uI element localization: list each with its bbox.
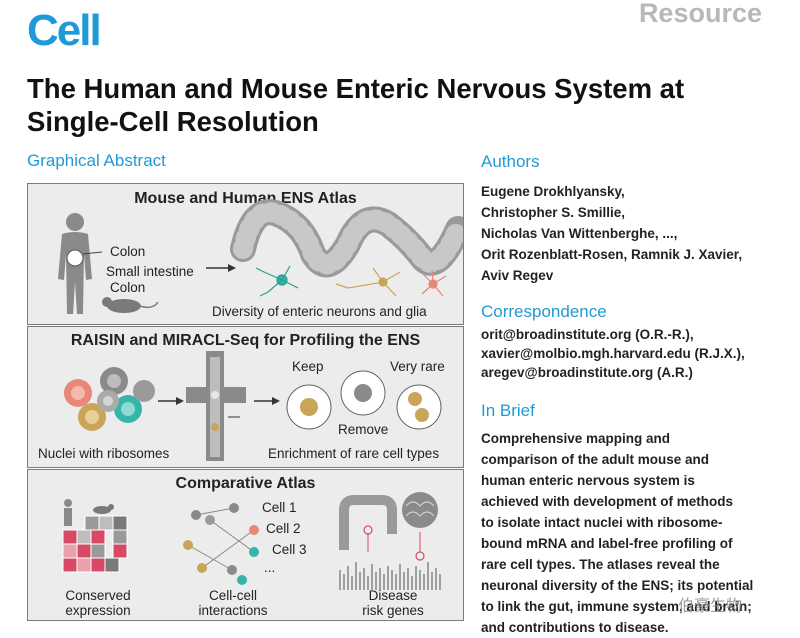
atlas-panel-title: Mouse and Human ENS Atlas [134, 190, 357, 207]
in-brief-line: Comprehensive mapping and [481, 431, 671, 446]
gut-epithelium-icon [230, 199, 463, 278]
in-brief-line: bound mRNA and label-free profiling of [481, 536, 733, 551]
in-brief-line: neuronal diversity of the ENS; its poten… [481, 578, 754, 593]
graphical-abstract: Mouse and Human ENS Atlas [27, 183, 464, 638]
mouse-colon-label: Colon [110, 280, 146, 295]
small-mouse-icon [93, 504, 114, 514]
in-brief-line: achieved with development of methods [481, 494, 734, 509]
nuclei-cluster-icon [64, 367, 155, 431]
article-title: The Human and Mouse Enteric Nervous Syst… [27, 72, 787, 138]
cell-2-label: Cell 2 [266, 521, 301, 536]
author-line: Nicholas Van Wittenberghe, ..., [481, 226, 678, 241]
human-figure-icon [58, 213, 92, 314]
in-brief-line: to isolate intact nuclei with ribosome- [481, 515, 723, 530]
correspondence-email[interactable]: orit@broadinstitute.org (O.R.-R.), [481, 327, 694, 342]
brain-icon [402, 492, 438, 528]
raisin-illustration [64, 351, 442, 461]
cell-cell-interactions-label: Cell-cell interactions [198, 588, 268, 618]
correspondence-email[interactable]: xavier@molbio.mgh.harvard.edu (R.J.X.), [481, 346, 745, 361]
remove-well-icon [340, 370, 386, 416]
conserved-expression-heatmap-icon [62, 515, 128, 573]
raisin-miracl-panel: RAISIN and MIRACL-Seq for Profiling the … [27, 326, 464, 468]
very-rare-well-icon [396, 384, 442, 430]
enteric-neuron-teal-icon [255, 265, 299, 297]
in-brief-line: to link the gut, immune system, and brai… [481, 599, 752, 614]
title-line-2: Single-Cell Resolution [27, 106, 319, 137]
in-brief-line: comparison of the adult mouse and [481, 452, 710, 467]
risk-gene-manhattan-plot-icon [339, 562, 441, 590]
very-rare-label: Very rare [390, 359, 445, 374]
neuron-diversity-caption: Diversity of enteric neurons and glia [212, 304, 427, 319]
cell-cell-interaction-network-icon [183, 503, 259, 585]
remove-label: Remove [338, 422, 389, 437]
enteric-glia-pink-icon [421, 269, 447, 297]
cell-sorter-device-icon [186, 351, 246, 461]
title-line-1: The Human and Mouse Enteric Nervous Syst… [27, 73, 685, 104]
comparative-atlas-panel-title: Comparative Atlas [175, 475, 316, 492]
arrow-right-icon [272, 397, 280, 405]
small-human-icon [64, 499, 72, 526]
risk-gene-marker-icon [363, 525, 373, 535]
small-intestine-label: Small intestine [106, 264, 194, 279]
correspondence-list: orit@broadinstitute.org (O.R.-R.), xavie… [481, 325, 791, 382]
arrow-right-icon [176, 397, 184, 405]
in-brief-text: Comprehensive mapping and comparison of … [481, 428, 781, 638]
in-brief-heading: In Brief [481, 401, 535, 420]
authors-heading: Authors [481, 152, 540, 171]
keep-well-icon [286, 384, 332, 430]
cell-3-label: Cell 3 [272, 542, 307, 557]
author-line: Eugene Drokhlyansky, [481, 184, 625, 199]
author-line: Aviv Regev [481, 268, 554, 283]
enrichment-caption: Enrichment of rare cell types [268, 446, 440, 461]
comparative-illustration [62, 492, 441, 590]
journal-logo: Cell [27, 6, 102, 55]
in-brief-line: and contributions to disease. [481, 620, 669, 635]
author-list: Eugene Drokhlyansky, Christopher S. Smil… [481, 181, 791, 286]
arrow-right-icon [228, 264, 236, 272]
atlas-panel: Mouse and Human ENS Atlas [27, 183, 464, 325]
in-brief-line: rare cell types. The atlases reveal the [481, 557, 720, 572]
correspondence-heading: Correspondence [481, 302, 607, 321]
comparative-atlas-panel: Comparative Atlas [27, 469, 464, 621]
colon-highlight-icon [66, 249, 84, 267]
nuclei-with-ribosomes-caption: Nuclei with ribosomes [38, 446, 170, 461]
author-line: Orit Rozenblatt-Rosen, Ramnik J. Xavier, [481, 247, 743, 262]
human-colon-label: Colon [110, 244, 146, 259]
conserved-expression-label: Conserved expression [65, 588, 131, 618]
enteric-neuron-gold-icon [335, 267, 401, 297]
mouse-icon [102, 297, 159, 313]
risk-gene-marker-icon [415, 551, 425, 561]
graphical-abstract-heading: Graphical Abstract [27, 151, 166, 170]
correspondence-email[interactable]: aregev@broadinstitute.org (A.R.) [481, 365, 693, 380]
in-brief-line: human enteric nervous system is [481, 473, 695, 488]
keep-label: Keep [292, 359, 324, 374]
disease-risk-genes-label: Disease risk genes [362, 588, 424, 618]
watermark: 伯豪生物 [678, 598, 743, 615]
cell-1-label: Cell 1 [262, 500, 297, 515]
cell-more-label: ... [264, 560, 276, 575]
article-type-label: Resource [638, 0, 762, 28]
raisin-miracl-panel-title: RAISIN and MIRACL-Seq for Profiling the … [70, 332, 421, 349]
author-line: Christopher S. Smillie, [481, 205, 626, 220]
atlas-illustration [58, 199, 463, 314]
colon-icon [339, 495, 397, 550]
